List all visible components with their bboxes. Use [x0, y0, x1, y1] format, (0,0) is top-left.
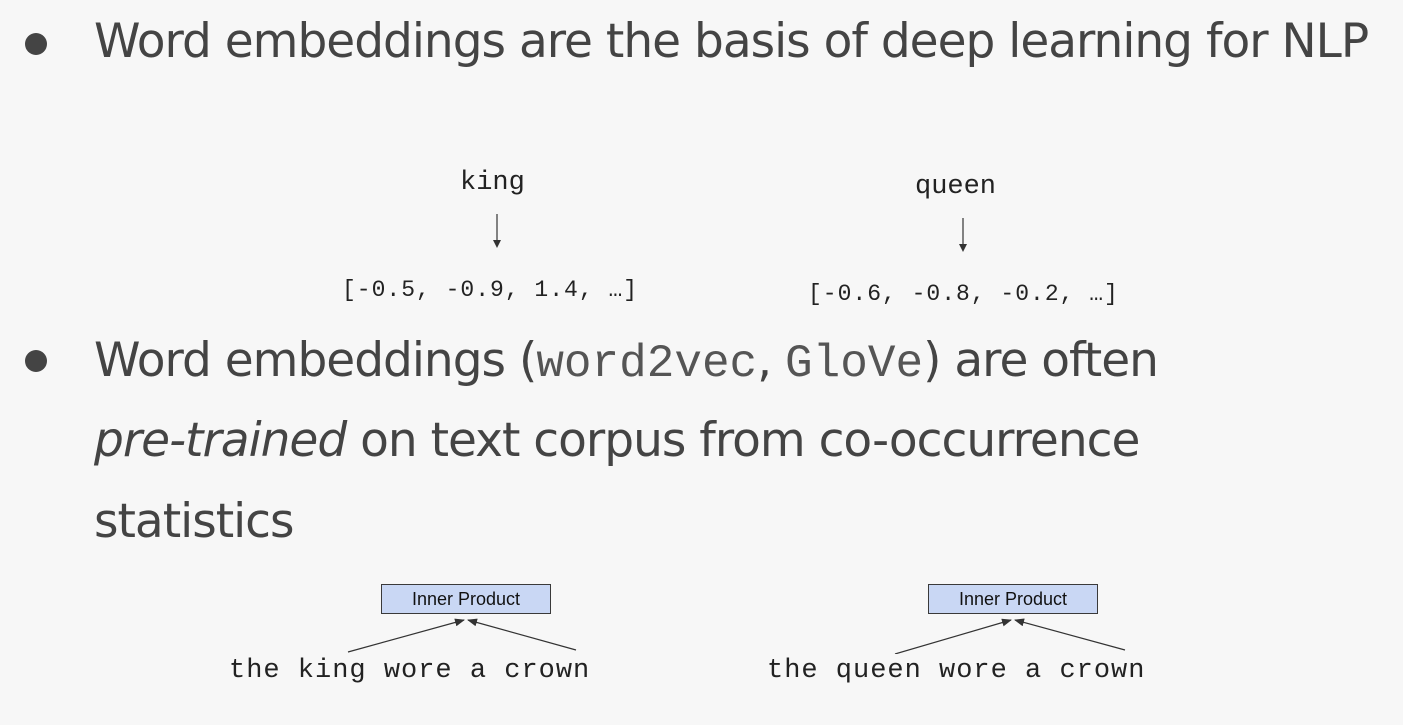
sentence-queen: the queen wore a crown: [767, 656, 1146, 686]
example-word-king: king: [460, 168, 525, 198]
vector-king: [-0.5, -0.9, 1.4, …]: [342, 277, 639, 303]
down-arrow-icon: [959, 218, 967, 252]
bullet-2-line-3: statistics: [94, 494, 295, 549]
inner-product-box: Inner Product: [928, 584, 1098, 614]
inner-product-box: Inner Product: [381, 584, 551, 614]
bullet-2-text-c: on text corpus from co-occurrence: [346, 413, 1140, 468]
sentence-king: the king wore a crown: [229, 656, 591, 686]
bullet-marker: [25, 33, 47, 55]
emphasis-pre-trained: pre-trained: [94, 413, 347, 468]
bullet-2-text-a: Word embeddings (: [94, 333, 537, 388]
arrows-to-inner-product: [347, 618, 577, 653]
bullet-2-line-2: pre-trained on text corpus from co-occur…: [94, 417, 1140, 464]
bullet-marker: [25, 350, 47, 372]
vector-queen: [-0.6, -0.8, -0.2, …]: [808, 281, 1119, 307]
down-arrow-icon: [493, 214, 501, 248]
example-word-queen: queen: [915, 172, 997, 202]
bullet-2-text-b: ) are often: [923, 333, 1159, 388]
bullet-2-separator: ,: [757, 333, 786, 388]
code-word2vec: word2vec: [536, 338, 758, 390]
arrows-to-inner-product: [894, 618, 1126, 654]
code-glove: GloVe: [785, 338, 924, 390]
bullet-1-text: Word embeddings are the basis of deep le…: [94, 14, 1369, 69]
bullet-2-line-1: Word embeddings (word2vec, GloVe) are of…: [94, 337, 1159, 390]
